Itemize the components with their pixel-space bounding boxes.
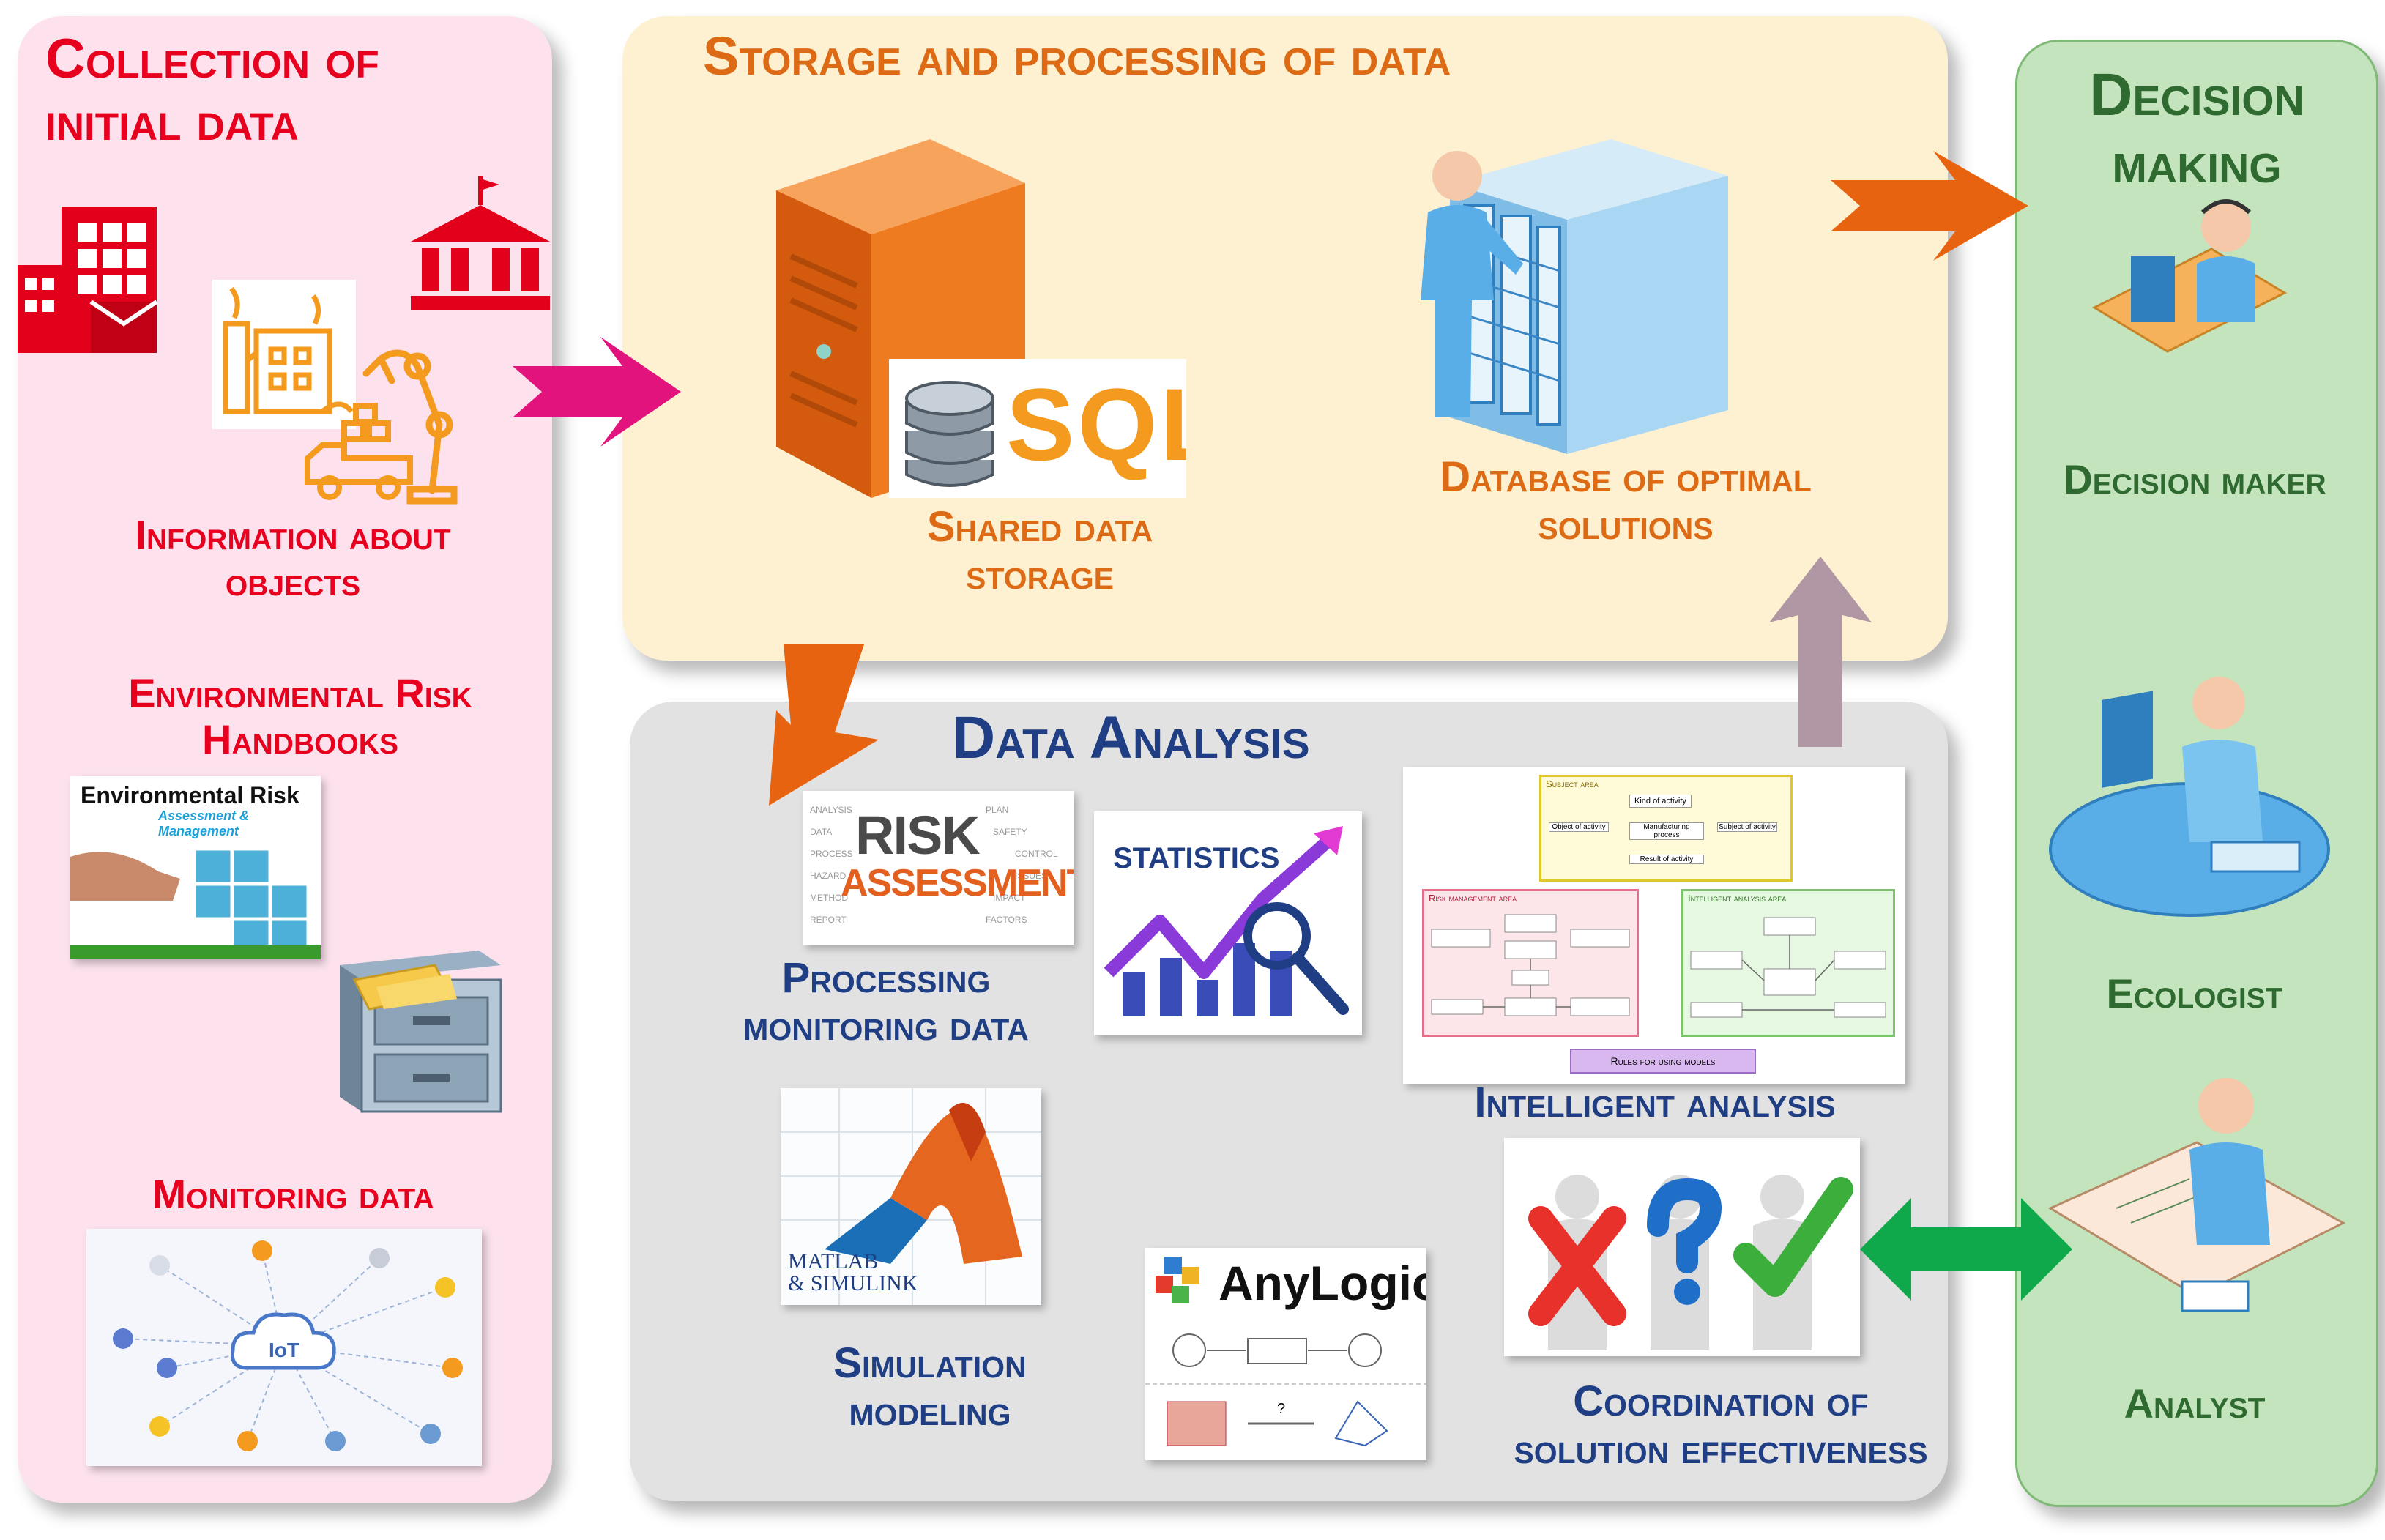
svg-text:IMPACT: IMPACT	[993, 893, 1026, 903]
risk-word: RISK	[855, 805, 981, 866]
intel-area-box: Intelligent analysis area	[1681, 889, 1895, 1037]
storage-to-decision-arrow	[1831, 151, 2028, 261]
anylogic-card: AnyLogic ?	[1145, 1248, 1426, 1460]
storage-to-analysis-arrow	[769, 644, 879, 806]
shared-storage-label: Shared data storage	[926, 503, 1153, 598]
risk-area-box: Risk management area	[1422, 889, 1639, 1037]
collection-to-storage-arrow	[513, 337, 681, 447]
anylogic-flow: ?	[1145, 1333, 1426, 1447]
iot-card: IoT	[86, 1229, 482, 1466]
coordination-figures-icon	[1528, 1175, 1853, 1350]
kind-of-activity: Kind of activity	[1629, 795, 1692, 808]
simulation-label: Simulation modeling	[833, 1339, 1027, 1435]
subject-area-label: Subject area	[1546, 778, 1599, 789]
analyst-icon	[2047, 1078, 2346, 1312]
svg-text:ISSUES: ISSUES	[1015, 871, 1047, 881]
statistics-text: STATISTICS	[1113, 842, 1280, 874]
analysis-to-optimal-arrow	[1769, 557, 1872, 747]
factory-card	[212, 280, 356, 429]
risk-nodes	[1431, 914, 1630, 1016]
monitoring-label: Monitoring data	[152, 1171, 434, 1217]
iot-network	[113, 1240, 463, 1451]
coordination-analyst-double-arrow	[1860, 1198, 2072, 1301]
analyst-label: Analyst	[2124, 1380, 2266, 1426]
decision-maker-label: Decision maker	[2063, 456, 2326, 502]
sql-card: SQL	[889, 359, 1186, 498]
statistics-card: STATISTICS	[1094, 811, 1362, 1035]
building-icon	[18, 207, 158, 353]
intel-nodes	[1690, 917, 1886, 1018]
anylogic-text: AnyLogic	[1218, 1256, 1426, 1310]
word-cloud: ANALYSIS DATA PROCESS HAZARD METHOD REPORT PL…	[810, 805, 1058, 925]
collection-title: Collection of initial data	[45, 28, 379, 153]
svg-text:HAZARD: HAZARD	[810, 871, 847, 881]
manufacturing-process: Manufacturing process	[1629, 822, 1704, 840]
rules-box: Rules for using models	[1570, 1049, 1756, 1074]
sql-text: SQL	[1006, 367, 1186, 482]
objects-label: Information about objects	[135, 512, 451, 604]
svg-text:FACTORS: FACTORS	[986, 915, 1027, 925]
bank-icon	[411, 176, 550, 310]
svg-text:CONTROL: CONTROL	[1015, 849, 1058, 859]
decision-title: Decision making	[2089, 62, 2304, 196]
processing-label: Processing monitoring data	[743, 954, 1029, 1049]
svg-text:?: ?	[1277, 1401, 1285, 1417]
iot-label: IoT	[269, 1339, 299, 1361]
database-icon	[905, 381, 994, 487]
coordination-card	[1504, 1138, 1860, 1356]
svg-text:PROCESS: PROCESS	[810, 849, 853, 859]
storage-title: Storage and processing of data	[703, 26, 1451, 86]
subject-of-activity: Subject of activity	[1717, 822, 1777, 832]
intel-area-label: Intelligent analysis area	[1688, 893, 1787, 904]
file-cabinet-icon	[340, 951, 502, 1113]
intelligent-analysis-card: Subject area Kind of activity Object of …	[1403, 767, 1905, 1084]
matlab-logo-icon	[781, 1088, 1041, 1305]
decision-maker-icon	[2091, 199, 2288, 353]
handbook-card-subtitle: Assessment & Management	[158, 808, 250, 838]
intelligent-analysis-label: Intelligent analysis	[1474, 1079, 1836, 1126]
optimal-solutions-label: Database of optimal solutions	[1440, 453, 1812, 548]
robot-arm-icon	[362, 349, 458, 505]
ecologist-icon	[2049, 677, 2330, 917]
svg-text:ANALYSIS: ANALYSIS	[810, 805, 852, 815]
factory-icon	[223, 286, 354, 414]
cube-grid-icon	[70, 848, 321, 959]
handbook-card-title: Environmental Risk	[81, 782, 299, 808]
handbook-card: Environmental Risk Assessment & Manageme…	[70, 776, 321, 959]
truck-icon	[305, 403, 413, 500]
statistics-chart-icon	[1104, 826, 1349, 1016]
subject-area-box: Subject area Kind of activity Object of …	[1539, 775, 1793, 882]
assessment-word: ASSESSMENT	[841, 862, 1074, 904]
svg-text:REPORT: REPORT	[810, 915, 847, 925]
analysis-title: Data Analysis	[952, 704, 1310, 771]
risk-assessment-card: ANALYSIS DATA PROCESS HAZARD METHOD REPORT PL…	[803, 791, 1074, 945]
result-of-activity: Result of activity	[1629, 855, 1704, 864]
svg-text:DATA: DATA	[810, 827, 832, 837]
handbooks-label: Environmental Risk Handbooks	[128, 670, 472, 762]
coordination-label: Coordination of solution effectiveness	[1514, 1377, 1928, 1473]
svg-text:METHOD: METHOD	[810, 893, 848, 903]
iot-cloud-icon	[230, 1312, 336, 1370]
svg-text:PLAN: PLAN	[986, 805, 1008, 815]
person-icon	[1421, 151, 1523, 417]
matlab-card: MATLAB & SIMULINK	[781, 1088, 1041, 1305]
object-of-activity: Object of activity	[1549, 822, 1609, 832]
anylogic-logo-icon	[1156, 1257, 1199, 1303]
ecologist-label: Ecologist	[2106, 970, 2283, 1016]
svg-text:SAFETY: SAFETY	[993, 827, 1027, 837]
risk-area-label: Risk management area	[1429, 893, 1517, 904]
matlab-text: MATLAB & SIMULINK	[788, 1249, 918, 1295]
